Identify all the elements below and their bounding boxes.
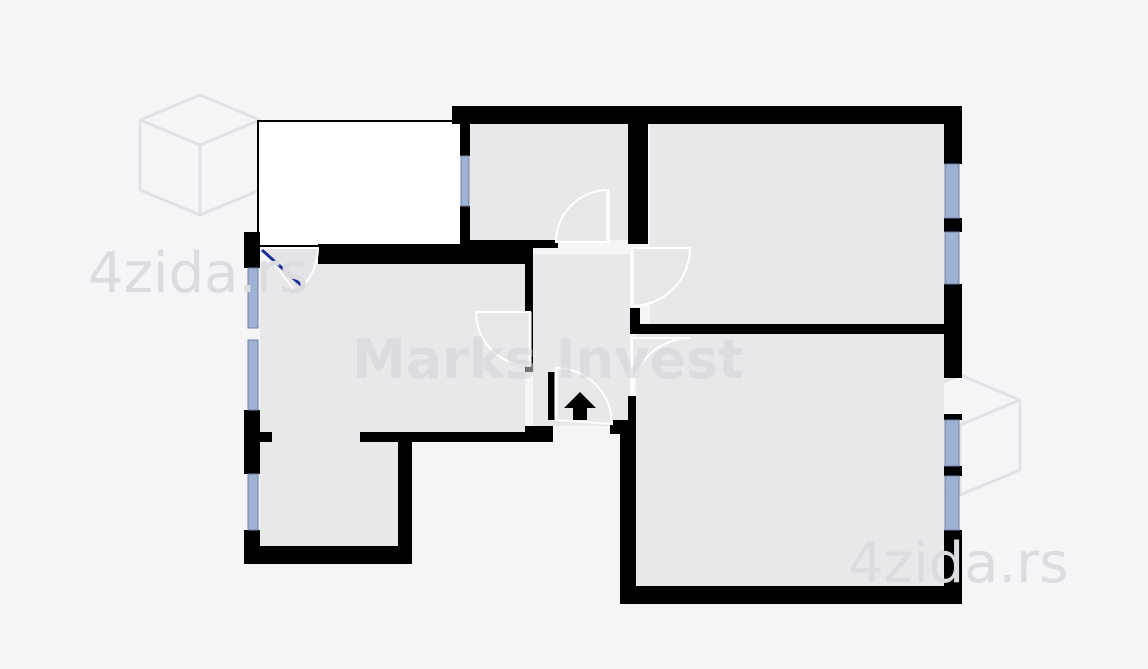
window [944,163,960,219]
door-bedroom-top [631,247,692,308]
door-storage [554,188,609,243]
watermark-brand: 4zida.rs [88,241,308,306]
room-living-kitchen [260,262,525,546]
room-bedroom-top-right [650,124,944,324]
window [247,267,259,329]
windows [247,155,960,531]
window [247,339,259,411]
window [944,419,960,467]
balcony-door [259,247,320,294]
window [944,231,960,285]
door-bedroom-bottom [631,337,691,397]
door-leaves [528,190,634,420]
floors [257,120,944,586]
arrow-up-icon [564,392,596,420]
window [944,475,960,531]
walls [244,106,962,604]
watermark-brand: 4zida.rs [848,531,1068,596]
room-bedroom-bottom-right [636,334,944,586]
window [247,473,259,531]
door-living [474,311,531,368]
watermark-center: Marks Invest [352,328,744,391]
house-outline-icon [138,93,262,217]
window [460,155,470,207]
room-balcony [257,120,464,247]
